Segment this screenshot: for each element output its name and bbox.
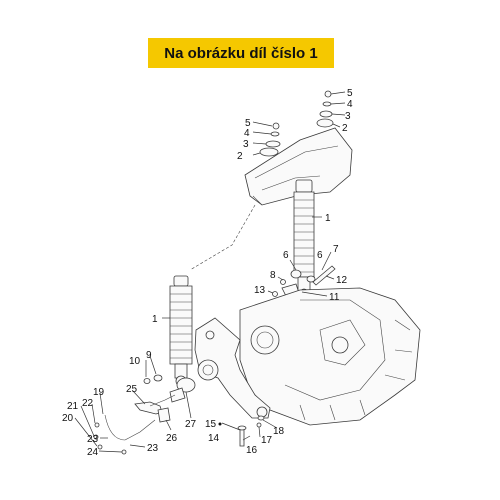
callout-23: 23 [87,434,99,445]
callout-27: 27 [185,419,197,430]
callout-15: 15 [205,419,217,430]
callout-8: 8 [270,270,276,281]
part-number-banner: Na obrázku díl číslo 1 [148,38,334,68]
top-mount-bracket [244,127,353,206]
callout-25: 25 [126,384,138,395]
callout-18: 18 [273,426,285,437]
callout-6: 6 [317,250,323,261]
left-mount-hardware [259,122,281,157]
callout-10: 10 [129,356,141,367]
left-shock-absorber [169,275,193,387]
callout-5: 5 [347,88,353,99]
callout-14: 14 [208,433,220,444]
callout-1: 1 [152,314,158,325]
callout-6: 6 [283,250,289,261]
callout-20: 20 [62,413,74,424]
callout-23: 23 [147,443,159,454]
callout-3: 3 [345,111,351,122]
callout-22: 22 [82,398,94,409]
dashed-guide [189,204,256,271]
leader-lines [74,91,346,453]
callout-13: 13 [254,285,266,296]
callout-4: 4 [347,99,353,110]
marker-dot [218,422,222,426]
callout-2: 2 [237,151,243,162]
callout-2: 2 [342,123,348,134]
bolts-16-17-18 [237,415,265,447]
callout-3: 3 [243,139,249,150]
callout-5: 5 [245,118,251,129]
callout-19: 19 [93,387,105,398]
right-mount-hardware [316,90,334,128]
bolt-7-12 [306,265,336,286]
callout-21: 21 [67,401,79,412]
callout-labels: 5 4 3 2 5 4 3 2 1 6 6 7 8 12 13 11 1 10 … [62,88,353,458]
callout-1: 1 [325,213,331,224]
callout-9: 9 [146,350,152,361]
engine-block [239,287,421,426]
callout-16: 16 [246,445,258,456]
callout-7: 7 [333,244,339,255]
banner-text: Na obrázku díl číslo 1 [164,44,318,62]
callout-11: 11 [329,292,340,303]
cable-bracket [93,394,176,455]
callout-12: 12 [336,275,348,286]
engine-mount-arm [194,317,271,419]
callout-17: 17 [261,435,273,446]
callout-4: 4 [244,128,250,139]
hardware-9-10 [143,374,163,384]
callout-24: 24 [87,447,99,458]
callout-26: 26 [166,433,178,444]
bracket-27 [169,377,196,403]
